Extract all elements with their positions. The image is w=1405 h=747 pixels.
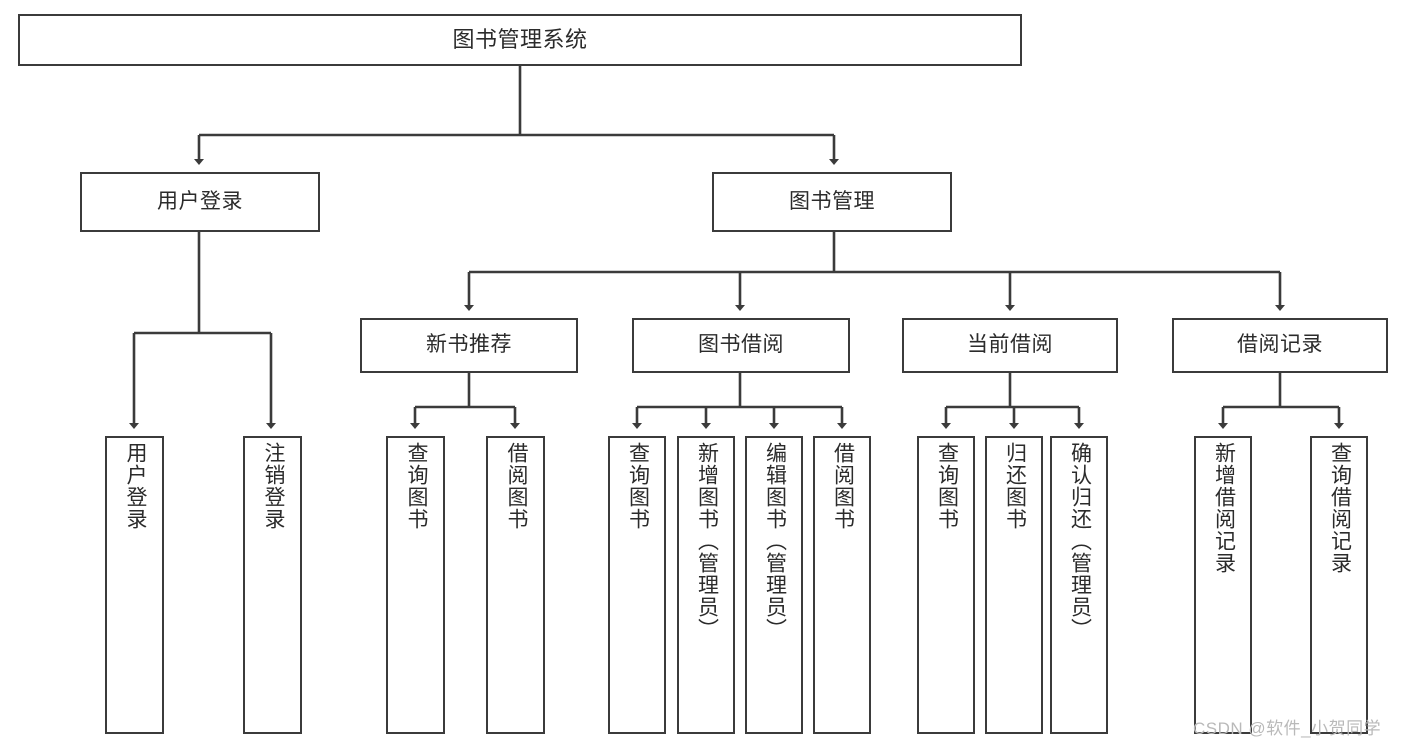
leaf-label: 查询图书 bbox=[626, 442, 650, 530]
leaf-br-add-record[interactable]: 新增借阅记录 bbox=[1194, 436, 1252, 734]
leaf-label: 查询借阅记录 bbox=[1328, 442, 1352, 574]
node-user-login[interactable]: 用户登录 bbox=[80, 172, 320, 232]
leaf-bb-add-book-admin[interactable]: 新增图书（管理员） bbox=[677, 436, 735, 734]
node-label: 图书借阅 bbox=[698, 333, 784, 357]
leaf-bb-borrow-book[interactable]: 借阅图书 bbox=[813, 436, 871, 734]
leaf-label: 借阅图书 bbox=[504, 442, 528, 530]
node-book-borrow[interactable]: 图书借阅 bbox=[632, 318, 850, 373]
leaf-nb-query-book[interactable]: 查询图书 bbox=[386, 436, 445, 734]
leaf-label: 借阅图书 bbox=[831, 442, 855, 530]
leaf-label: 注销登录 bbox=[261, 442, 285, 530]
node-book-management-system[interactable]: 图书管理系统 bbox=[18, 14, 1022, 66]
node-book-management[interactable]: 图书管理 bbox=[712, 172, 952, 232]
leaf-label: 新增图书（管理员） bbox=[695, 442, 719, 640]
leaf-bb-query-book[interactable]: 查询图书 bbox=[608, 436, 666, 734]
watermark-text: CSDN @软件_小贺同学 bbox=[1193, 719, 1382, 738]
leaf-user-login[interactable]: 用户登录 bbox=[105, 436, 164, 734]
leaf-label: 新增借阅记录 bbox=[1212, 442, 1236, 574]
leaf-bb-edit-book-admin[interactable]: 编辑图书（管理员） bbox=[745, 436, 803, 734]
leaf-logout[interactable]: 注销登录 bbox=[243, 436, 302, 734]
node-label: 借阅记录 bbox=[1237, 333, 1323, 357]
leaf-label: 确认归还（管理员） bbox=[1068, 442, 1092, 640]
leaf-label: 查询图书 bbox=[404, 442, 428, 530]
leaf-cb-query-book[interactable]: 查询图书 bbox=[917, 436, 975, 734]
node-current-borrow[interactable]: 当前借阅 bbox=[902, 318, 1118, 373]
node-label: 图书管理系统 bbox=[452, 27, 588, 53]
leaf-label: 用户登录 bbox=[123, 442, 147, 530]
node-label: 当前借阅 bbox=[967, 333, 1053, 357]
node-label: 图书管理 bbox=[789, 189, 875, 213]
leaf-label: 归还图书 bbox=[1003, 442, 1027, 530]
leaf-nb-borrow-book[interactable]: 借阅图书 bbox=[486, 436, 545, 734]
leaf-cb-confirm-return-admin[interactable]: 确认归还（管理员） bbox=[1050, 436, 1108, 734]
node-label: 用户登录 bbox=[157, 189, 243, 213]
node-borrow-record[interactable]: 借阅记录 bbox=[1172, 318, 1388, 373]
node-new-book-recommend[interactable]: 新书推荐 bbox=[360, 318, 578, 373]
leaf-br-query-record[interactable]: 查询借阅记录 bbox=[1310, 436, 1368, 734]
node-label: 新书推荐 bbox=[426, 333, 512, 357]
leaf-cb-return-book[interactable]: 归还图书 bbox=[985, 436, 1043, 734]
leaf-label: 查询图书 bbox=[935, 442, 959, 530]
leaf-label: 编辑图书（管理员） bbox=[763, 442, 787, 640]
